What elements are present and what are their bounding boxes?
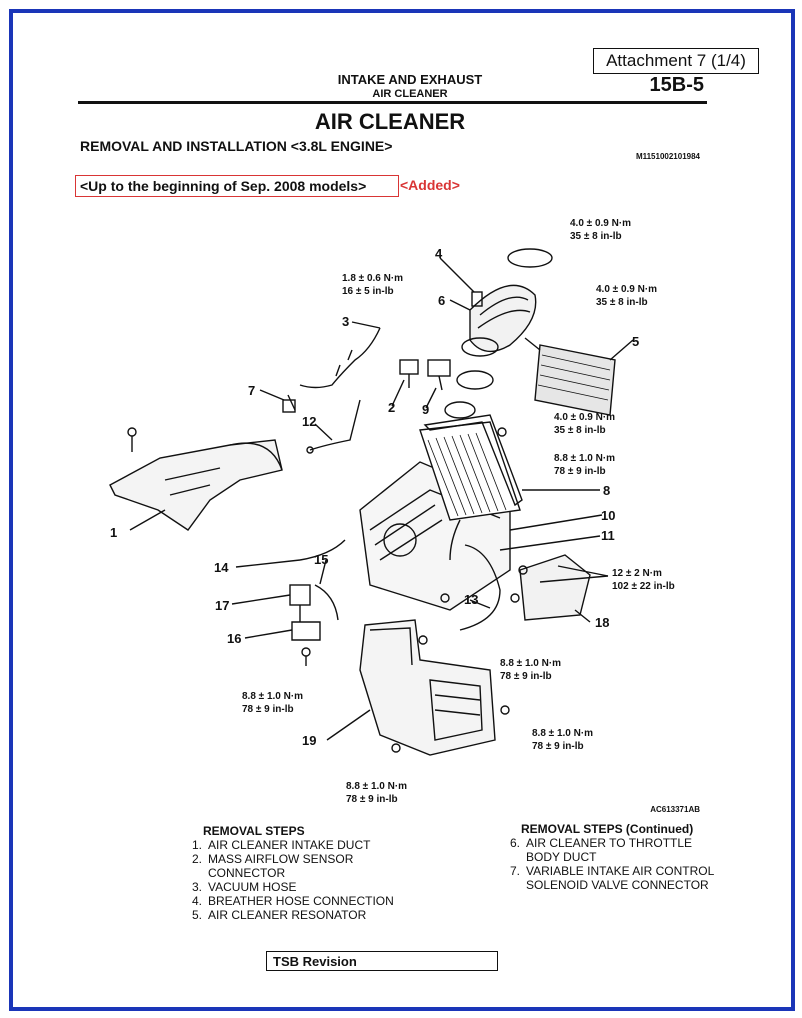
torque-t5-inlb: 78 ± 9 in-lb <box>554 466 606 477</box>
header-rule <box>78 101 707 104</box>
list-item: 7.VARIABLE INTAKE AIR CONTROL SOLENOID V… <box>509 864 714 892</box>
list-item: 1.AIR CLEANER INTAKE DUCT <box>191 838 371 852</box>
torque-t9-inlb: 78 ± 9 in-lb <box>532 741 584 752</box>
torque-t10-inlb: 78 ± 9 in-lb <box>346 794 398 805</box>
callout-14: 14 <box>214 560 229 575</box>
callout-5: 5 <box>632 334 639 349</box>
callout-15: 15 <box>314 552 328 567</box>
attachment-label: Attachment 7 (1/4) <box>593 48 759 74</box>
added-note: <Added> <box>400 177 460 193</box>
torque-t7-inlb: 78 ± 9 in-lb <box>500 671 552 682</box>
torque-t10-nm: 8.8 ± 1.0 N·m <box>346 781 407 792</box>
callout-11: 11 <box>601 528 615 543</box>
callout-7: 7 <box>248 383 255 398</box>
torque-t7-nm: 8.8 ± 1.0 N·m <box>500 658 561 669</box>
callout-8: 8 <box>603 483 610 498</box>
page-subtitle: REMOVAL AND INSTALLATION <3.8L ENGINE> <box>80 138 393 154</box>
callout-2: 2 <box>388 400 395 415</box>
removal-steps-continued-heading: REMOVAL STEPS (Continued) <box>521 822 694 836</box>
torque-t5-nm: 8.8 ± 1.0 N·m <box>554 453 615 464</box>
callout-10: 10 <box>601 508 615 523</box>
subsection-header: AIR CLEANER <box>372 88 448 100</box>
torque-t6-inlb: 102 ± 22 in-lb <box>612 581 675 592</box>
callout-3: 3 <box>342 314 349 329</box>
tsb-revision-box: TSB Revision <box>266 951 498 971</box>
callout-9: 9 <box>422 402 429 417</box>
torque-t1-nm: 4.0 ± 0.9 N·m <box>570 218 631 229</box>
torque-t4-inlb: 35 ± 8 in-lb <box>554 425 606 436</box>
callout-16: 16 <box>227 631 241 646</box>
callout-18: 18 <box>595 615 609 630</box>
figure-code: AC613371AB <box>650 805 700 814</box>
callout-1: 1 <box>110 525 117 540</box>
callout-13: 13 <box>464 592 478 607</box>
list-item: 3.VACUUM HOSE <box>191 880 297 894</box>
callout-12: 12 <box>302 414 316 429</box>
torque-t8-nm: 8.8 ± 1.0 N·m <box>242 691 303 702</box>
list-item: 6.AIR CLEANER TO THROTTLE BODY DUCT <box>509 836 693 864</box>
section-header: INTAKE AND EXHAUST <box>337 72 483 87</box>
torque-t2-inlb: 16 ± 5 in-lb <box>342 286 394 297</box>
removal-steps-heading: REMOVAL STEPS <box>203 824 305 838</box>
list-item: 2.MASS AIRFLOW SENSOR CONNECTOR <box>191 852 354 880</box>
torque-t3-inlb: 35 ± 8 in-lb <box>596 297 648 308</box>
doc-code: M1151002101984 <box>635 152 700 161</box>
page-title: AIR CLEANER <box>314 109 466 134</box>
torque-t3-nm: 4.0 ± 0.9 N·m <box>596 284 657 295</box>
page-number: 15B-5 <box>649 74 704 96</box>
callout-6: 6 <box>438 293 445 308</box>
removal-steps: REMOVAL STEPS 1.AIR CLEANER INTAKE DUCT … <box>176 824 416 922</box>
callout-17: 17 <box>215 598 229 613</box>
torque-t4-nm: 4.0 ± 0.9 N·m <box>554 412 615 423</box>
torque-t2-nm: 1.8 ± 0.6 N·m <box>342 273 403 284</box>
list-item: 4.BREATHER HOSE CONNECTION <box>191 894 394 908</box>
scope-note: <Up to the beginning of Sep. 2008 models… <box>75 175 399 197</box>
removal-steps-continued: REMOVAL STEPS (Continued) 6.AIR CLEANER … <box>494 822 724 892</box>
list-item: 5.AIR CLEANER RESONATOR <box>191 908 367 922</box>
torque-t8-inlb: 78 ± 9 in-lb <box>242 704 294 715</box>
callout-19: 19 <box>302 733 316 748</box>
exploded-diagram: 1 2 3 4 5 6 7 8 9 10 11 12 13 14 15 16 1… <box>109 218 675 805</box>
torque-t9-nm: 8.8 ± 1.0 N·m <box>532 728 593 739</box>
torque-t1-inlb: 35 ± 8 in-lb <box>570 231 622 242</box>
callout-4: 4 <box>435 246 443 261</box>
page-frame <box>9 9 795 1011</box>
torque-t6-nm: 12 ± 2 N·m <box>612 568 662 579</box>
